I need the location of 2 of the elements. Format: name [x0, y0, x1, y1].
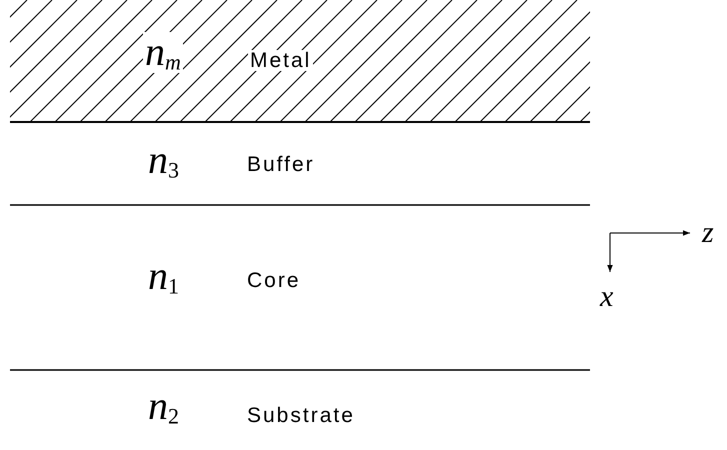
refractive-index-symbol: n$_{m}$ [143, 32, 183, 74]
layer-name: Metal [248, 50, 314, 71]
